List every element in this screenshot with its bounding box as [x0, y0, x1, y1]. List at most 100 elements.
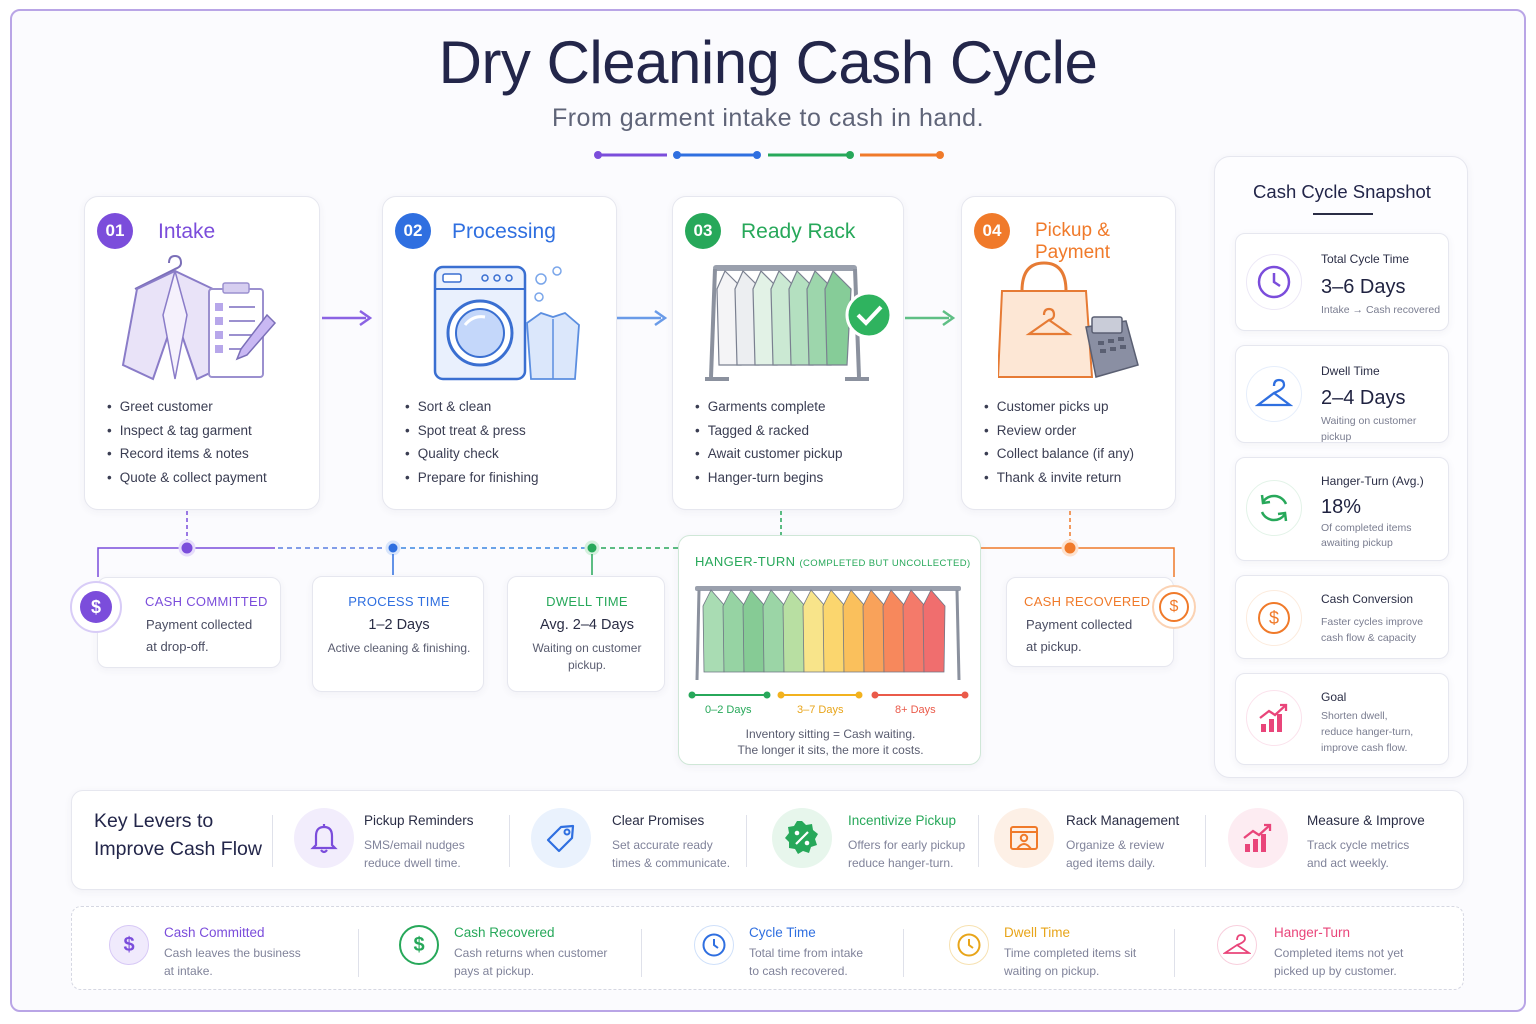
arrow-right-icon [617, 309, 668, 327]
levers-heading-line: Key Levers to [94, 810, 214, 832]
garment-rack-icon [705, 265, 893, 381]
lever-title: Rack Management [1066, 813, 1180, 828]
step-task: Review order [984, 419, 1134, 443]
step-task: Greet customer [107, 395, 267, 419]
hanger-turn-card: HANGER-TURN (COMPLETED BUT UNCOLLECTED) … [678, 535, 981, 765]
snapshot-title: Cash Cycle Snapshot [1253, 181, 1431, 202]
lever-sub: Set accurate ready [612, 838, 713, 852]
step-task: Quote & collect payment [107, 466, 267, 490]
step-badge: 02 [395, 213, 431, 249]
lever-sub: times & communicate. [612, 856, 731, 870]
milestone-text: at drop-off. [146, 639, 209, 654]
hanger-turn-note: The longer it sits, the more it costs. [737, 743, 924, 757]
snapshot-item: $ Cash Conversion Faster cycles improve … [1235, 575, 1449, 659]
snapshot-item-sub: Faster cycles improve [1321, 616, 1424, 628]
lever-sub: reduce hanger-turn. [848, 856, 954, 870]
milestone-text: Payment collected [146, 617, 253, 632]
step-task: Customer picks up [984, 395, 1134, 419]
washing-machine-icon [433, 265, 580, 381]
step-card-processing: 02 Processing Sort & clean Spot treat & … [382, 196, 617, 510]
dwell-time-card: DWELL TIME Avg. 2–4 Days Waiting on cust… [507, 576, 665, 692]
timeline-connector [97, 511, 1175, 577]
divider [1205, 815, 1206, 867]
snapshot-item-sub: cash flow & capacity [1321, 632, 1417, 644]
legend-title: Cash Recovered [454, 925, 555, 940]
jacket-clipboard-icon [121, 255, 277, 381]
hanger-turn-note: Inventory sitting = Cash waiting. [745, 727, 916, 741]
lever-sub: and act weekly. [1307, 856, 1389, 870]
snapshot-item-sub: Of completed items [1321, 522, 1412, 534]
step-task: Inspect & tag garment [107, 419, 267, 443]
step-task: Spot treat & press [405, 419, 539, 443]
step-task: Tagged & racked [695, 419, 843, 443]
milestone-title: DWELL TIME [546, 594, 628, 609]
refresh-icon [1246, 480, 1302, 536]
snapshot-item-sub: awaiting pickup [1321, 537, 1393, 549]
legend-sub: pays at pickup. [454, 964, 535, 978]
snapshot-item-sub: Intake → Cash recovered [1321, 304, 1441, 316]
growth-chart-icon [1228, 808, 1288, 868]
step-task: Thank & invite return [984, 466, 1134, 490]
milestone-title: CASH COMMITTED [145, 594, 268, 609]
divider [358, 929, 359, 977]
arrow-right-icon [322, 309, 373, 327]
legend-sub: Time completed items sit [1004, 946, 1137, 960]
step-title: Pickup & Payment [1035, 220, 1110, 263]
step-card-pickup-payment: 04 Pickup & Payment Customer picks up Re… [961, 196, 1176, 510]
snapshot-item: Dwell Time 2–4 Days Waiting on customer … [1235, 345, 1449, 443]
title-underline [1313, 213, 1373, 215]
aging-range: 3–7 Days [797, 704, 844, 716]
shopping-bag-register-icon [998, 261, 1139, 378]
snapshot-item-title: Goal [1321, 690, 1347, 704]
milestone-title-note: (COMPLETED BUT UNCOLLECTED) [799, 558, 971, 569]
dollar-icon: $ [1152, 585, 1196, 629]
key-levers-panel: Key Levers to Improve Cash Flow Pickup R… [71, 790, 1464, 890]
color-divider [594, 151, 944, 159]
lever-sub: aged items daily. [1066, 856, 1156, 870]
hanger-icon [1246, 366, 1302, 422]
legend-sub: to cash recovered. [749, 964, 848, 978]
milestone-value: Avg. 2–4 Days [539, 617, 635, 633]
step-task: Garments complete [695, 395, 843, 419]
snapshot-item-sub: reduce hanger-turn, [1321, 726, 1414, 738]
lever-title: Clear Promises [612, 813, 705, 828]
step-badge: 04 [974, 213, 1010, 249]
snapshot-item-sub: improve cash flow. [1321, 742, 1408, 754]
arrow-right-icon [905, 309, 956, 327]
legend-sub: Cash returns when customer [454, 946, 608, 960]
lever-sub: reduce dwell time. [364, 856, 461, 870]
snapshot-item-value: 3–6 Days [1321, 276, 1406, 298]
legend-sub: Cash leaves the business [164, 946, 301, 960]
hanger-icon [1217, 925, 1257, 965]
step-task: Sort & clean [405, 395, 539, 419]
levers-heading-line: Improve Cash Flow [94, 838, 262, 860]
clock-icon [949, 925, 989, 965]
step-task-list: Garments complete Tagged & racked Await … [695, 395, 843, 489]
legend-sub: picked up by customer. [1274, 964, 1397, 978]
snapshot-item-title: Dwell Time [1321, 364, 1380, 378]
step-title: Ready Rack [741, 220, 856, 243]
legend-sub: Total time from intake [749, 946, 864, 960]
levers-heading: Key Levers to Improve Cash Flow [94, 807, 262, 863]
dollar-icon: $ [70, 581, 122, 633]
lever-sub: SMS/email nudges [364, 838, 465, 852]
snapshot-item-sub: Shorten dwell, [1321, 710, 1388, 722]
divider [641, 929, 642, 977]
divider [978, 815, 979, 867]
milestone-text: Active cleaning & finishing. [327, 641, 471, 655]
dollar-icon: $ [109, 925, 149, 965]
legend-title: Dwell Time [1004, 925, 1071, 940]
page-title: Dry Cleaning Cash Cycle [438, 29, 1098, 96]
divider [746, 815, 747, 867]
step-card-ready-rack: 03 Ready Rack Garments complete Tagged &… [672, 196, 904, 510]
step-task: Record items & notes [107, 442, 267, 466]
step-task-list: Greet customer Inspect & tag garment Rec… [107, 395, 267, 489]
step-badge: 03 [685, 213, 721, 249]
step-task: Hanger-turn begins [695, 466, 843, 490]
milestone-text: Payment collected [1026, 617, 1133, 632]
snapshot-item: Goal Shorten dwell, reduce hanger-turn, … [1235, 673, 1449, 765]
step-title: Processing [452, 220, 556, 243]
step-title: Intake [158, 220, 216, 243]
milestone-text: Waiting on customer [532, 641, 642, 655]
legend-sub: at intake. [164, 964, 213, 978]
